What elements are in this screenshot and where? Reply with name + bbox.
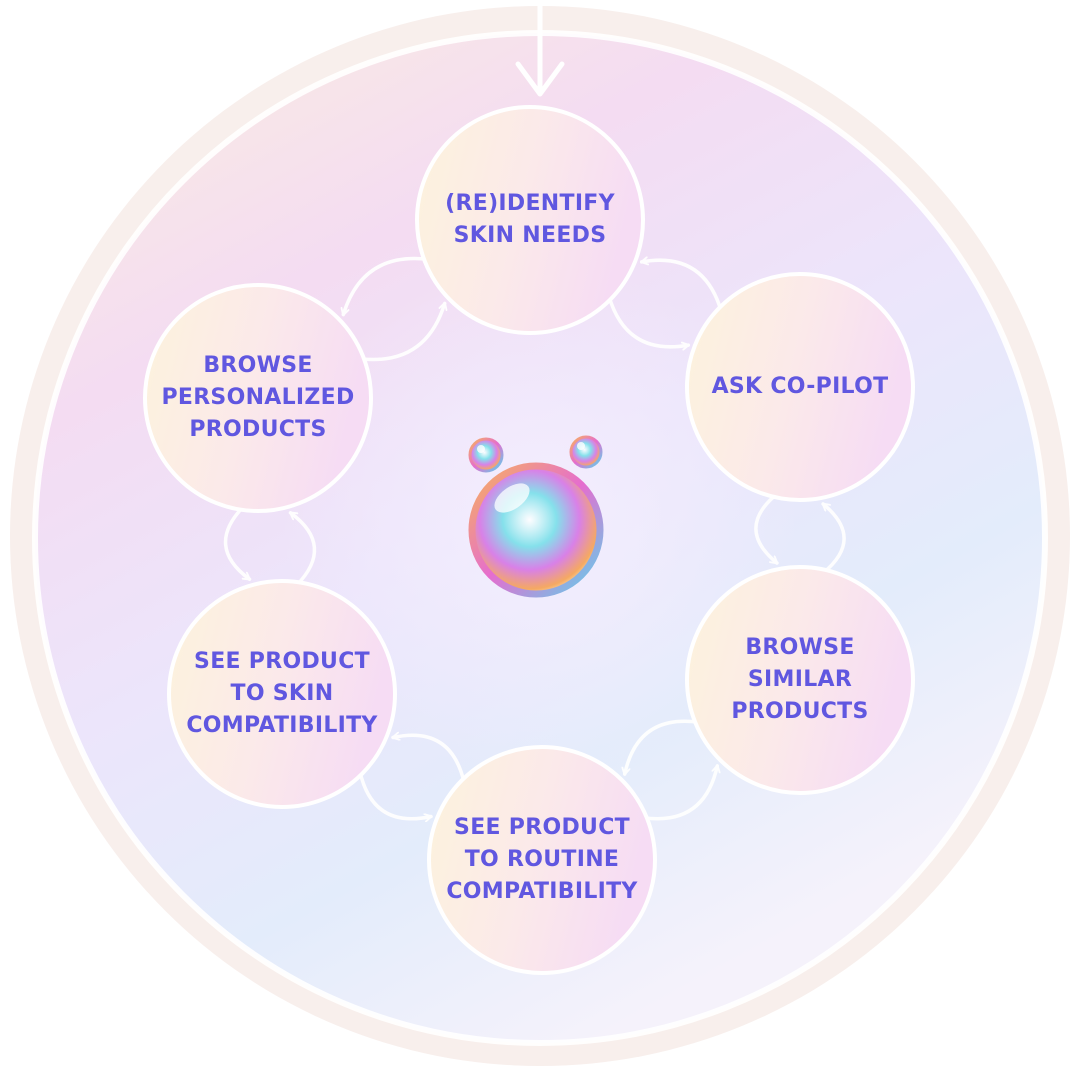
node-label-skin: SEE PRODUCT TO SKIN COMPATIBILITY	[186, 649, 378, 738]
bubble-icon	[468, 435, 604, 598]
arrow-skin-to-routine	[358, 769, 433, 819]
arrow-copilot-to-identify	[639, 260, 723, 313]
node-copilot	[685, 272, 915, 502]
node-label-personalized: BROWSE PERSONALIZED PRODUCTS	[161, 353, 355, 442]
node-routine	[427, 745, 657, 975]
node-identify	[415, 105, 645, 335]
node-label-similar: BROWSE SIMILAR PRODUCTS	[731, 635, 869, 724]
node-skin	[167, 579, 397, 809]
node-label-routine: SEE PRODUCT TO ROUTINE COMPATIBILITY	[446, 815, 638, 904]
node-personalized	[143, 283, 373, 513]
node-label-copilot: ASK CO-PILOT	[711, 374, 889, 399]
arrow-personalized-to-skin	[223, 504, 252, 581]
arrow-copilot-to-similar	[754, 492, 779, 565]
arrow-personalized-to-identify	[358, 301, 445, 362]
node-label-identify: (RE)IDENTIFY SKIN NEEDS	[445, 191, 615, 248]
arrow-skin-to-personalized	[288, 511, 317, 588]
entry-arrow	[515, 0, 565, 97]
node-similar	[685, 565, 915, 795]
arrow-identify-to-personalized	[343, 256, 430, 317]
arrow-similar-to-copilot	[821, 502, 846, 575]
arrow-routine-to-similar	[641, 764, 717, 821]
arrow-similar-to-routine	[625, 719, 701, 776]
arrow-routine-to-skin	[391, 735, 466, 785]
arrow-identify-to-copilot	[607, 294, 691, 347]
